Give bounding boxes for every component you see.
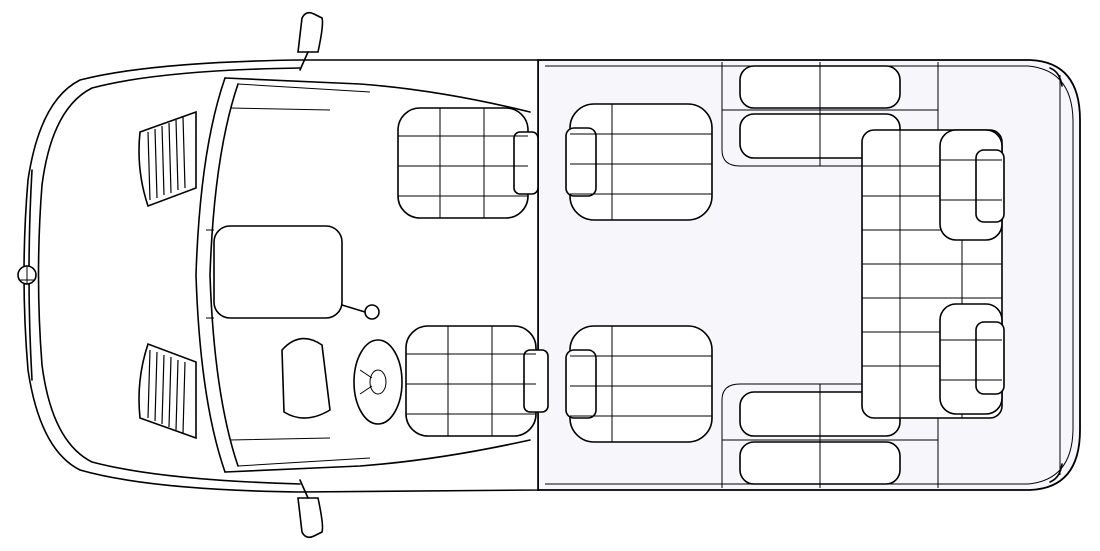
side-mirror-right-icon bbox=[297, 479, 324, 539]
hood-vent-top bbox=[138, 110, 197, 208]
seat-row2-left bbox=[565, 103, 713, 221]
brand-emblem-icon bbox=[17, 265, 37, 285]
steering-wheel-icon bbox=[353, 339, 403, 425]
seat-cab-passenger bbox=[397, 107, 539, 219]
seat-cab-driver bbox=[405, 325, 549, 437]
rear-light-top-icon bbox=[1049, 67, 1063, 87]
seat-row2-right bbox=[565, 325, 713, 443]
hood-vent-bottom bbox=[138, 342, 197, 440]
rear-light-bottom-icon bbox=[1049, 463, 1063, 483]
side-bench-bottom bbox=[721, 383, 939, 488]
side-mirror-left-icon bbox=[297, 11, 324, 71]
instrument-cluster bbox=[281, 337, 331, 419]
side-bench-top bbox=[721, 62, 939, 167]
seat-rear-top bbox=[939, 129, 1005, 241]
gear-lever-icon bbox=[341, 304, 380, 320]
seat-rear-bottom bbox=[939, 303, 1005, 415]
dashboard bbox=[206, 107, 343, 441]
